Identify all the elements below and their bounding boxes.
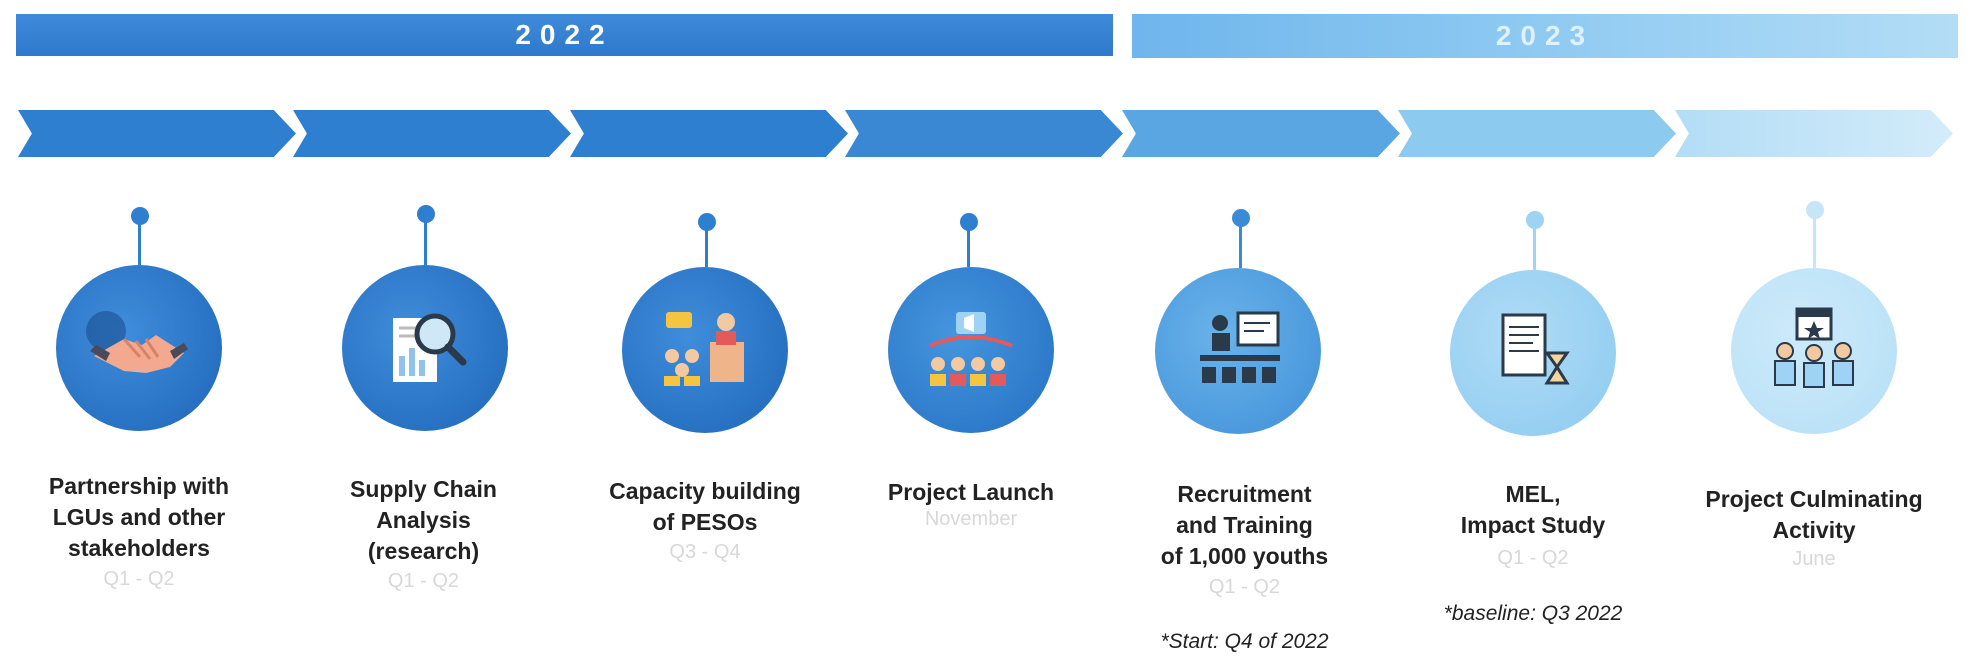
- document-hourglass-icon: [1483, 301, 1583, 406]
- step-circle-partnership: [56, 265, 222, 431]
- step-label-project-launch: Project Launch: [887, 479, 1055, 505]
- year-label-2023: 2023: [1495, 20, 1595, 51]
- pin-dot: [1232, 209, 1250, 227]
- step-period-recruitment: Q1 - Q2: [1208, 576, 1281, 598]
- step-period-supply-chain: Q1 - Q2: [387, 570, 460, 592]
- training-board-icon: [1188, 299, 1288, 404]
- pin-dot: [1806, 201, 1824, 219]
- timeline-chevron: [845, 110, 1123, 157]
- pin-line: [967, 222, 970, 267]
- year-label-2022: 2022: [515, 19, 614, 50]
- step-period-capacity-building: Q3 - Q4: [669, 541, 741, 563]
- year-bar-2023: 2023: [1132, 14, 1958, 58]
- pin-dot: [417, 205, 435, 223]
- pin-line: [1239, 218, 1242, 268]
- step-note-mel: *baseline: Q3 2022: [1443, 602, 1623, 625]
- timeline-chevron: [18, 110, 296, 157]
- timeline-chevron: [1675, 110, 1953, 157]
- step-label-partnership: Partnership with LGUs and other stakehol…: [48, 473, 230, 561]
- step-label-supply-chain: Supply Chain Analysis (research): [350, 476, 497, 564]
- megaphone-launch-icon: [916, 298, 1026, 403]
- pin-line: [138, 215, 141, 265]
- pin-dot: [960, 213, 978, 231]
- presentation-audience-icon: [650, 298, 760, 403]
- timeline-chevron: [1122, 110, 1400, 157]
- timeline-chevron: [293, 110, 571, 157]
- pin-line: [1813, 210, 1816, 268]
- year-bar-2022: 2022: [16, 14, 1113, 56]
- step-circle-capacity-building: [622, 267, 788, 433]
- step-period-culminating: June: [1792, 548, 1836, 570]
- step-period-partnership: Q1 - Q2: [103, 568, 175, 590]
- step-circle-culminating: [1731, 268, 1897, 434]
- pin-dot: [1526, 211, 1544, 229]
- timeline-chevron: [570, 110, 848, 157]
- step-label-culminating: Project Culminating Activity: [1705, 486, 1923, 543]
- handshake-icon: [84, 301, 194, 396]
- pin-line: [424, 213, 427, 265]
- pin-dot: [698, 213, 716, 231]
- step-note-recruitment: *Start: Q4 of 2022: [1160, 630, 1329, 653]
- magnifier-chart-icon: [375, 296, 475, 401]
- step-circle-supply-chain: [342, 265, 508, 431]
- step-period-project-launch: November: [924, 508, 1018, 530]
- calendar-team-icon: [1759, 299, 1869, 404]
- step-label-capacity-building: Capacity building of PESOs: [609, 478, 801, 535]
- pin-dot: [131, 207, 149, 225]
- timeline-chevron: [1398, 110, 1676, 157]
- pin-line: [1533, 220, 1536, 270]
- step-period-mel: Q1 - Q2: [1497, 547, 1569, 569]
- pin-line: [705, 222, 708, 267]
- step-label-mel: MEL, Impact Study: [1460, 481, 1606, 538]
- step-circle-recruitment: [1155, 268, 1321, 434]
- step-circle-mel: [1450, 270, 1616, 436]
- step-label-recruitment: Recruitment and Training of 1,000 youths: [1160, 481, 1329, 569]
- step-circle-project-launch: [888, 267, 1054, 433]
